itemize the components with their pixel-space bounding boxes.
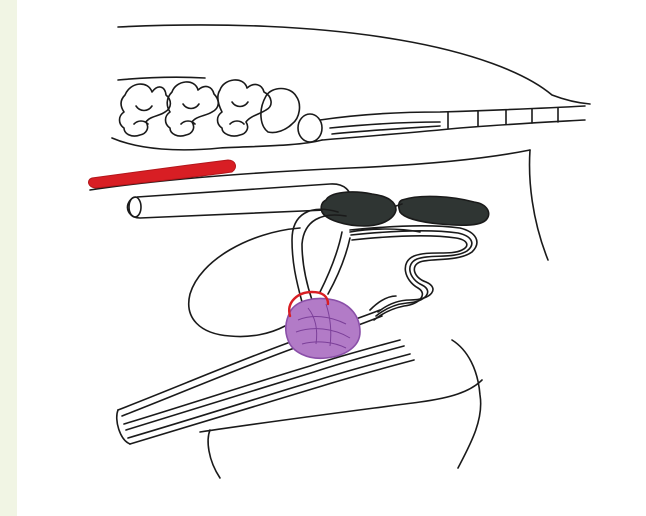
duct-down-left	[320, 232, 342, 292]
bladder-outline	[189, 228, 300, 337]
rectum-opening	[129, 197, 141, 217]
dark-structure-left	[321, 192, 396, 226]
limb-outline	[208, 430, 220, 478]
caudal-body-outline	[530, 150, 548, 260]
vertebra-1-inner	[134, 106, 152, 124]
duct-inner-loop	[302, 215, 346, 300]
sacrum-knob	[298, 114, 322, 142]
spine-lower-edge	[112, 138, 322, 150]
tail-upper-line	[320, 106, 585, 120]
vertebra-3-inner	[230, 102, 248, 124]
purple-mass	[286, 299, 360, 359]
spine-upper-edge	[118, 77, 205, 80]
vertebra-3	[218, 80, 272, 136]
perineal-outline	[452, 340, 481, 468]
dark-structure-right	[399, 196, 489, 225]
rectum-tube	[128, 184, 351, 218]
red-marker-bar	[89, 160, 236, 188]
vertebra-2-inner	[181, 104, 199, 124]
duct-right-tube-core	[351, 231, 472, 316]
dorsal-outline	[118, 25, 590, 104]
tail-lower-line	[322, 120, 585, 140]
urethra-line-6	[130, 360, 414, 444]
duct-right-tube-inner	[352, 236, 467, 320]
